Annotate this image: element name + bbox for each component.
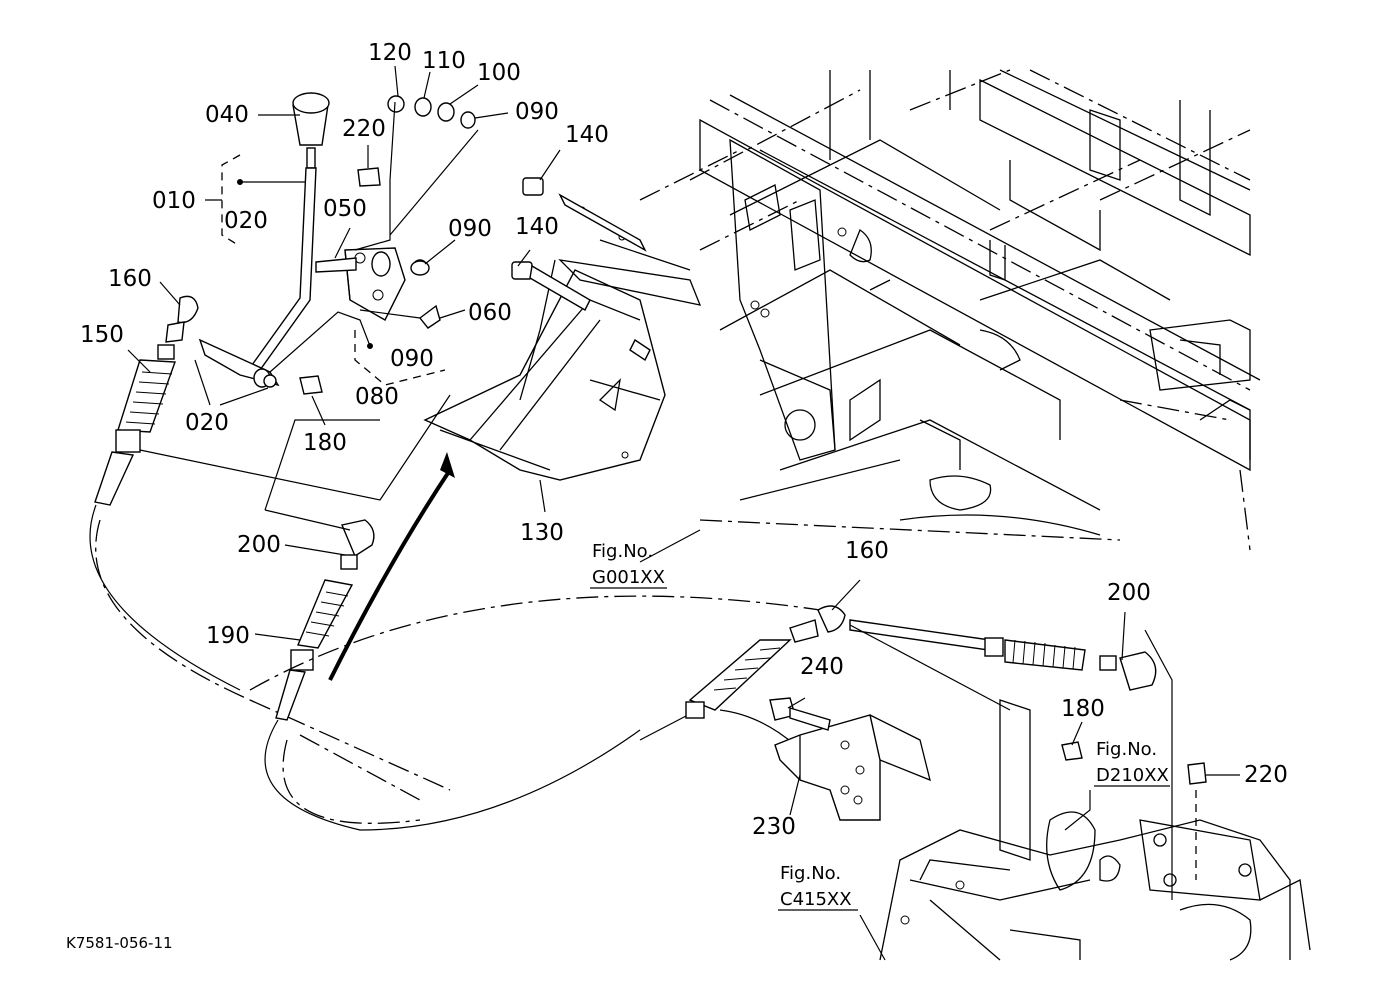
callout-020: 020	[185, 410, 229, 436]
cable-150	[89, 295, 451, 791]
callout-230: 230	[752, 814, 796, 840]
callout-240: 240	[800, 654, 844, 680]
callout-160: 160	[845, 538, 889, 564]
callout-090: 090	[448, 216, 492, 242]
callout-140: 140	[565, 122, 609, 148]
callout-020: 020	[224, 208, 268, 234]
callout-080: 080	[355, 384, 399, 410]
fig-ref-g001-label: Fig.No.	[592, 541, 653, 562]
transmission-housing	[879, 699, 1311, 961]
callout-labels: 120 110 100 090 040 220 140 010 020 050 …	[80, 40, 1288, 840]
frame-structure	[639, 69, 1261, 551]
callout-200: 200	[237, 532, 281, 558]
fig-ref-d210-number: D210XX	[1096, 765, 1169, 786]
callout-050: 050	[323, 196, 367, 222]
callout-180: 180	[303, 430, 347, 456]
pedal-bracket-130	[412, 177, 702, 481]
figure-references: Fig.No. G001XX Fig.No. D210XX Fig.No. C4…	[590, 541, 1170, 911]
callout-180: 180	[1061, 696, 1105, 722]
callout-190: 190	[206, 623, 250, 649]
callout-160: 160	[108, 266, 152, 292]
document-id: K7581-056-11	[66, 934, 173, 952]
callout-140: 140	[515, 214, 559, 240]
callout-110: 110	[422, 48, 466, 74]
callout-040: 040	[205, 102, 249, 128]
callout-120: 120	[368, 40, 412, 66]
shift-lever-assembly	[198, 92, 476, 395]
callout-090: 090	[515, 99, 559, 125]
callout-010: 010	[152, 188, 196, 214]
callout-200: 200	[1107, 580, 1151, 606]
fig-ref-c415-number: C415XX	[780, 889, 852, 910]
fig-ref-d210-label: Fig.No.	[1096, 739, 1157, 760]
callout-060: 060	[468, 300, 512, 326]
callout-220: 220	[1244, 762, 1288, 788]
callout-090: 090	[390, 346, 434, 372]
callout-130: 130	[520, 520, 564, 546]
fig-ref-c415-label: Fig.No.	[780, 863, 841, 884]
leader-lines	[127, 65, 1240, 961]
callout-220: 220	[342, 116, 386, 142]
fig-ref-g001-number: G001XX	[592, 567, 665, 588]
cable-assembly-right	[639, 605, 1207, 880]
callout-150: 150	[80, 322, 124, 348]
cable-190	[264, 519, 641, 831]
callout-100: 100	[477, 60, 521, 86]
